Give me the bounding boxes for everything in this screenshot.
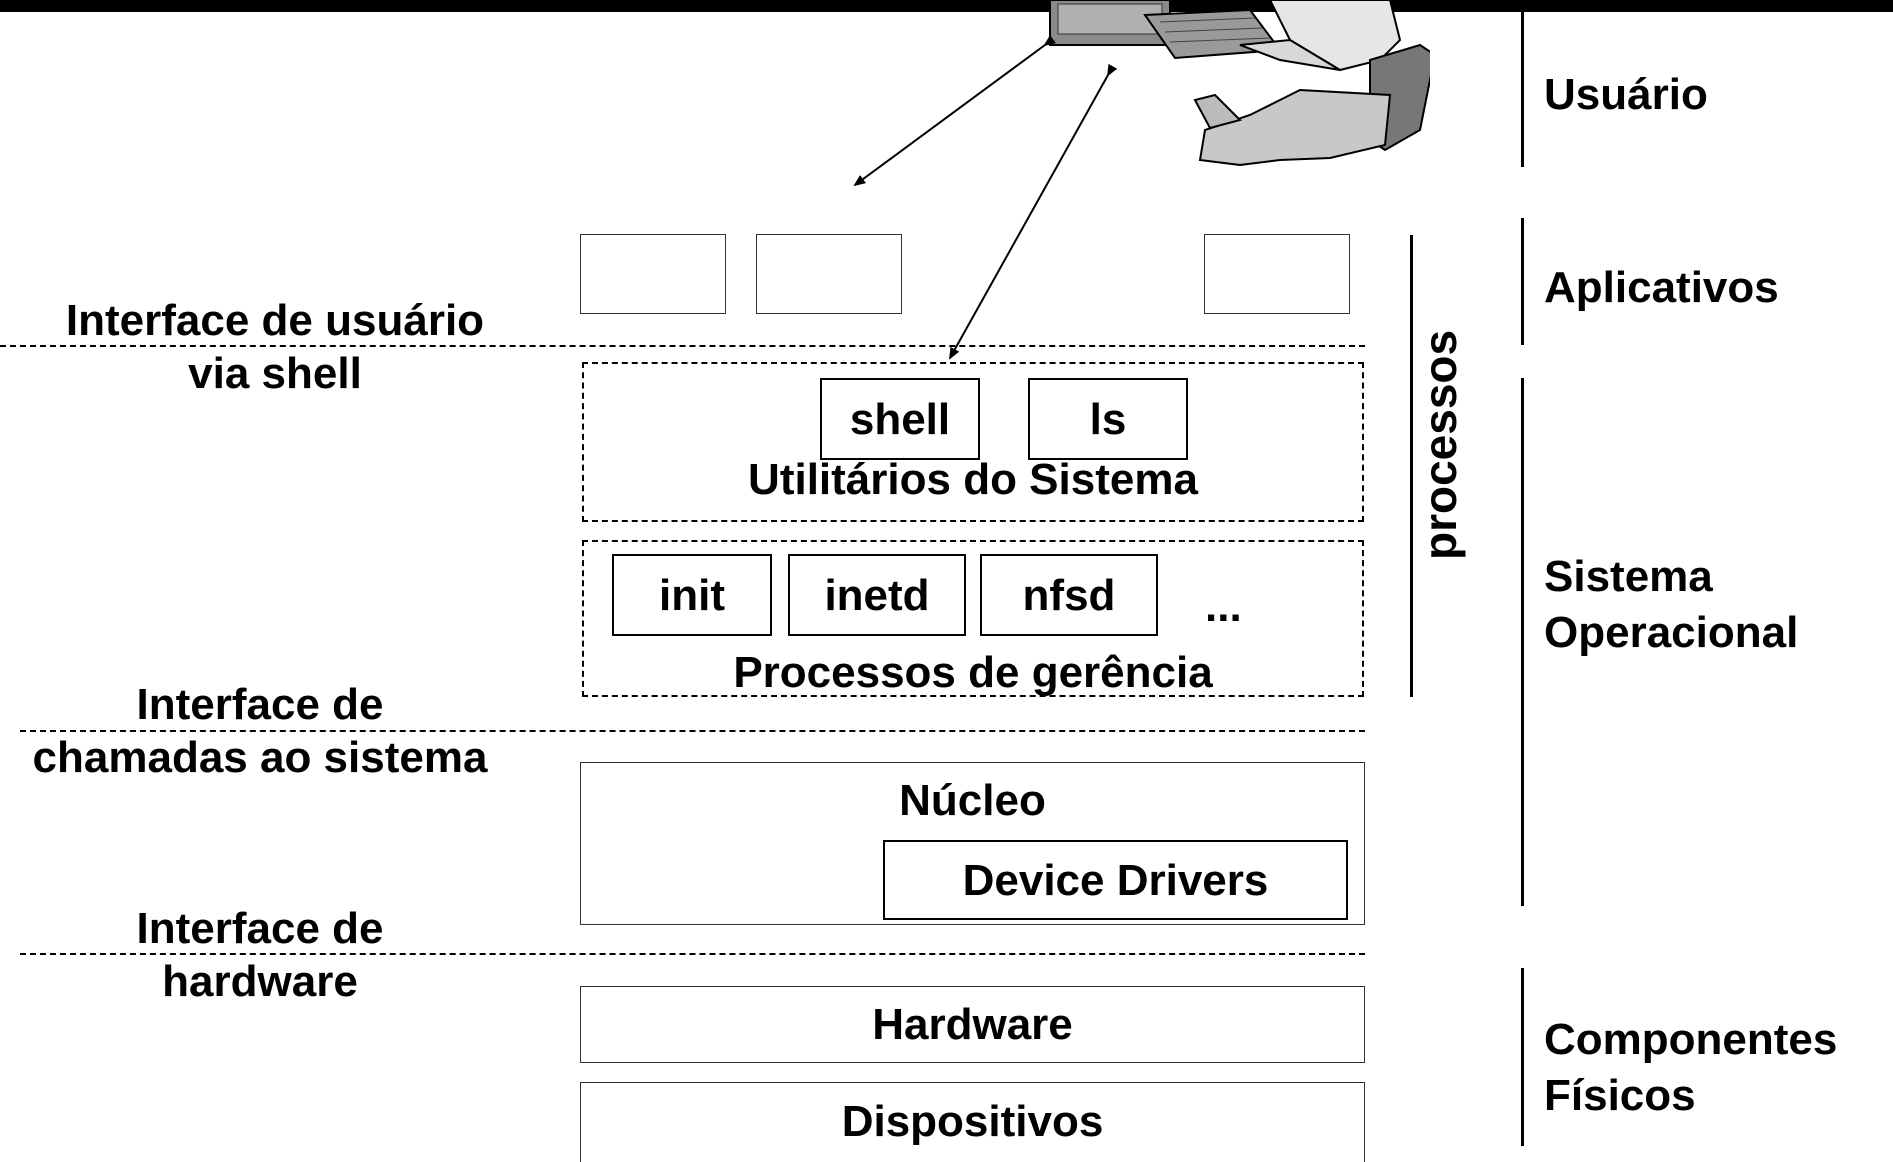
application-box xyxy=(580,234,726,314)
application-box xyxy=(1204,234,1350,314)
shell-process-box: shell xyxy=(820,378,980,460)
level-bracket-user xyxy=(1521,12,1524,167)
level-physical-label: Componentes Físicos xyxy=(1544,1015,1838,1120)
level-bracket-applications xyxy=(1521,218,1524,345)
init-process-box: init xyxy=(612,554,772,636)
user-computer-illustration xyxy=(1049,0,1430,167)
level-bracket-physical xyxy=(1521,968,1524,1146)
management-processes-title: Processos de gerência xyxy=(733,648,1213,697)
top-rule xyxy=(0,0,1893,12)
user-shell-interface-line xyxy=(0,345,1365,347)
user-shell-interface-label: Interface de usuário via shell xyxy=(65,296,485,398)
level-applications-label: Aplicativos xyxy=(1544,263,1779,312)
hardware-interface-label: Interface de hardware xyxy=(136,904,384,1006)
processes-bracket-line xyxy=(1410,235,1413,697)
device-drivers-box: Device Drivers xyxy=(883,840,1348,920)
level-bracket-os xyxy=(1521,378,1524,906)
system-utilities-title: Utilitários do Sistema xyxy=(748,455,1198,504)
level-user-label: Usuário xyxy=(1544,70,1708,119)
syscall-interface-label: Interface de chamadas ao sistema xyxy=(32,680,488,782)
kernel-title: Núcleo xyxy=(899,776,1046,825)
arrow-user-apps xyxy=(853,35,1057,187)
nfsd-process-box: nfsd xyxy=(980,554,1158,636)
syscall-interface-line xyxy=(20,730,1365,732)
hardware-interface-line xyxy=(20,953,1365,955)
arrow-user-shell xyxy=(949,63,1118,360)
level-os-label: Sistema Operacional xyxy=(1544,552,1799,657)
application-box xyxy=(756,234,902,314)
inetd-process-box: inetd xyxy=(788,554,966,636)
devices-box: Dispositivos xyxy=(580,1082,1365,1162)
more-processes-ellipsis: ... xyxy=(1205,582,1242,631)
processes-label: processos xyxy=(1414,329,1466,560)
hardware-box: Hardware xyxy=(580,986,1365,1063)
ls-process-box: ls xyxy=(1028,378,1188,460)
